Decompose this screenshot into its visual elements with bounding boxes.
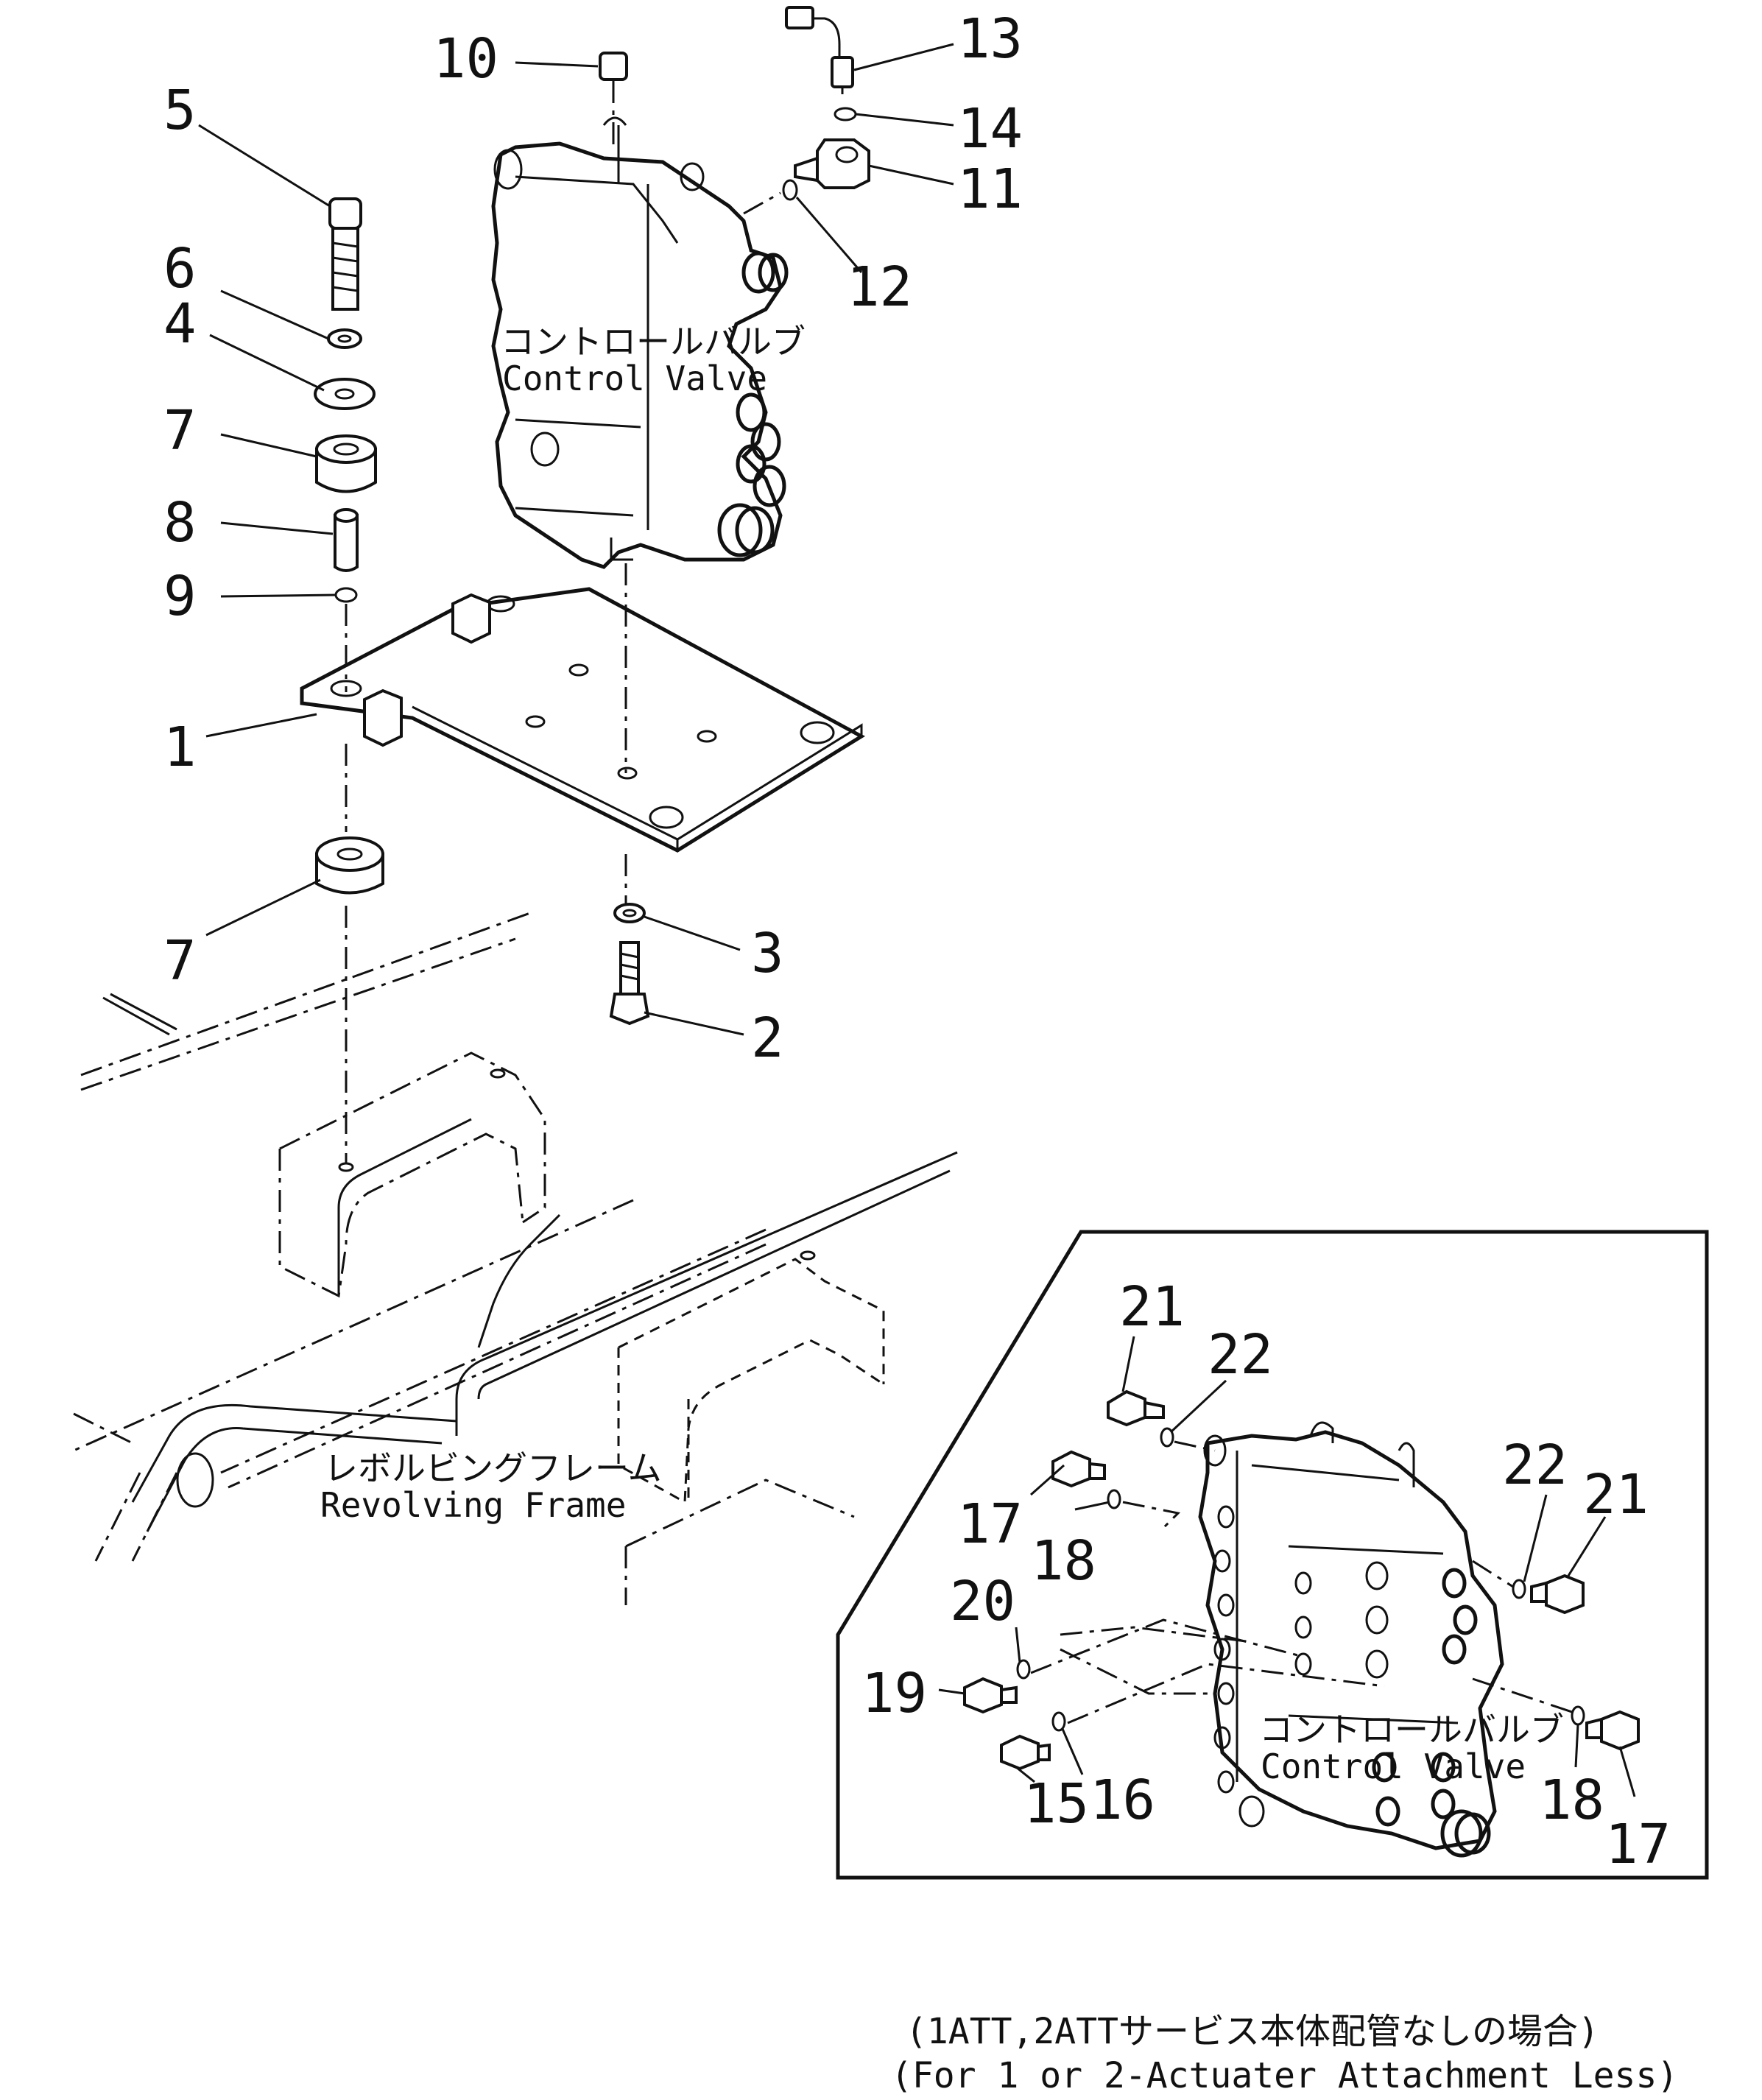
callout-7-lower: 7 <box>163 929 197 993</box>
callout-22-right: 22 <box>1502 1434 1568 1497</box>
callout-18-right: 18 <box>1539 1769 1604 1832</box>
o-ring-12 <box>782 179 798 201</box>
plug-10 <box>599 52 628 147</box>
inset-control-valve-en-label: Control Valve <box>1261 1747 1526 1786</box>
leader-lines <box>198 43 1636 1797</box>
callout-7: 7 <box>163 399 197 462</box>
control-valve-drawing <box>491 116 789 569</box>
callout-numbers: 5 6 4 7 8 9 1 7 3 2 10 13 14 11 12 21 22… <box>163 7 1671 1876</box>
control-valve-jp-label: コントロールバルブ <box>501 322 806 362</box>
inset-axis-lines <box>1030 1440 1573 1724</box>
callout-15: 15 <box>1023 1772 1089 1836</box>
washer-4 <box>314 378 376 410</box>
callout-10: 10 <box>433 27 498 91</box>
callout-2: 2 <box>751 1007 784 1070</box>
callout-14: 14 <box>957 97 1023 161</box>
inset-control-valve-jp-label: コントロールバルブ <box>1259 1710 1564 1750</box>
axis-line <box>743 191 781 215</box>
o-ring-14 <box>834 107 857 121</box>
callout-3: 3 <box>751 922 784 985</box>
callout-18: 18 <box>1031 1529 1096 1593</box>
callout-17-right: 17 <box>1605 1813 1671 1876</box>
callout-9: 9 <box>163 565 197 628</box>
callout-8: 8 <box>163 491 197 554</box>
rubber-mount-7-lower <box>315 836 384 895</box>
callout-11: 11 <box>957 158 1023 221</box>
callout-22: 22 <box>1208 1323 1273 1387</box>
caption-en: (For 1 or 2-Actuater Attachment Less) <box>891 2055 1678 2096</box>
callout-16: 16 <box>1090 1769 1155 1832</box>
revolving-frame-drawing <box>73 912 958 1605</box>
rubber-mount-7-upper <box>315 434 377 493</box>
block-11 <box>794 138 870 189</box>
sensor-13 <box>785 6 854 94</box>
bolt-5 <box>328 197 362 311</box>
callout-5: 5 <box>163 79 197 142</box>
callout-21-right: 21 <box>1583 1463 1649 1526</box>
revolving-frame-en-label: Revolving Frame <box>320 1485 626 1525</box>
washer-6 <box>327 328 362 349</box>
washer-3 <box>613 903 646 923</box>
labels: コントロールバルブ Control Valve レボルビングフレーム Revol… <box>320 322 1678 2096</box>
callout-19: 19 <box>861 1662 927 1725</box>
o-ring-9 <box>334 587 358 603</box>
callout-13: 13 <box>957 7 1023 71</box>
bolt-2 <box>609 941 650 1026</box>
callout-17: 17 <box>957 1493 1023 1556</box>
callout-20: 20 <box>950 1570 1015 1633</box>
callout-4: 4 <box>163 292 197 356</box>
inset-frame <box>836 1230 1709 1880</box>
callout-1: 1 <box>163 716 197 779</box>
callout-21: 21 <box>1119 1275 1185 1339</box>
inset-control-valve-drawing <box>1198 1421 1504 1858</box>
callout-12: 12 <box>847 256 912 319</box>
callout-6: 6 <box>163 237 197 300</box>
collar-8 <box>334 508 359 572</box>
inset-fittings <box>963 1389 1640 1771</box>
control-valve-en-label: Control Valve <box>502 359 767 398</box>
revolving-frame-jp-label: レボルビングフレーム <box>324 1448 662 1488</box>
caption-jp: (1ATT,2ATTサービス本体配管なしの場合) <box>906 2011 1599 2052</box>
mounting-plate-1 <box>300 587 865 853</box>
